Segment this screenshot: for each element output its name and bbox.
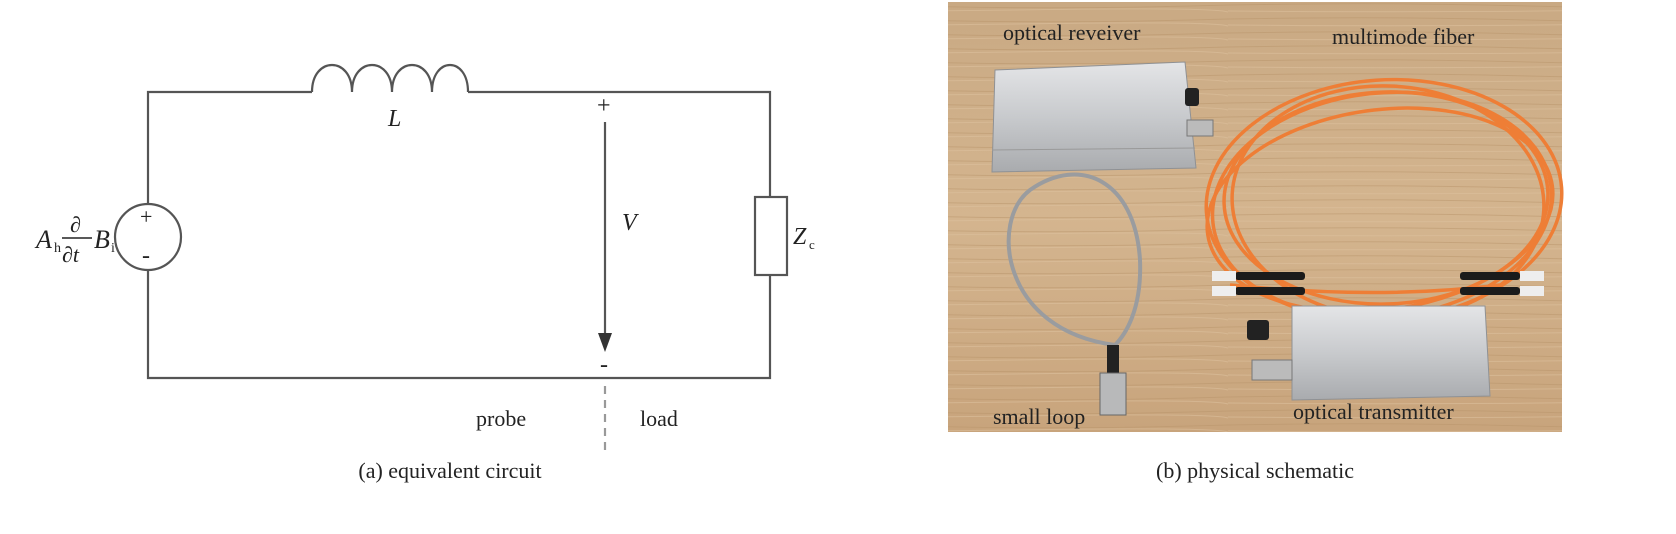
probe-label: probe bbox=[476, 406, 526, 431]
source-B-sub: i bbox=[111, 241, 115, 256]
source-plus: + bbox=[140, 204, 152, 229]
circuit-wire-top-right bbox=[468, 90, 772, 197]
source-minus: - bbox=[142, 243, 150, 269]
small-loop-antenna bbox=[1006, 172, 1143, 416]
caption-a: (a) equivalent circuit bbox=[358, 458, 541, 483]
label-optical-transmitter: optical transmitter bbox=[1293, 399, 1454, 424]
label-small-loop: small loop bbox=[993, 404, 1085, 429]
inductor-label: L bbox=[387, 106, 401, 132]
impedance-label: Z bbox=[793, 224, 807, 250]
inductor bbox=[310, 64, 470, 93]
partial-den: ∂t bbox=[62, 242, 80, 267]
voltage-label: V bbox=[622, 210, 639, 236]
circuit-wire-right-bottom bbox=[146, 270, 772, 380]
source-A-sub: h bbox=[54, 241, 61, 256]
circuit-wire-top-left bbox=[146, 90, 312, 205]
fiber-connectors bbox=[1212, 271, 1544, 296]
label-multimode-fiber: multimode fiber bbox=[1332, 24, 1475, 49]
voltage-minus: - bbox=[600, 352, 608, 378]
caption-b: (b) physical schematic bbox=[1156, 458, 1354, 483]
source-A: A bbox=[34, 225, 52, 254]
equivalent-circuit bbox=[113, 64, 789, 450]
voltage-plus: + bbox=[597, 93, 611, 119]
physical-photo: optical reveiver multimode fiber small l… bbox=[948, 2, 1564, 432]
impedance-sub: c bbox=[809, 237, 815, 252]
source-B: B bbox=[94, 225, 110, 254]
label-optical-receiver: optical reveiver bbox=[1003, 20, 1141, 45]
impedance-resistor bbox=[753, 195, 789, 277]
load-label: load bbox=[640, 406, 678, 431]
optical-receiver-box bbox=[991, 61, 1214, 173]
partial-num: ∂ bbox=[70, 212, 81, 237]
arrow-head bbox=[598, 333, 612, 352]
optical-transmitter-box bbox=[1247, 305, 1491, 401]
voltage-source bbox=[113, 202, 183, 272]
